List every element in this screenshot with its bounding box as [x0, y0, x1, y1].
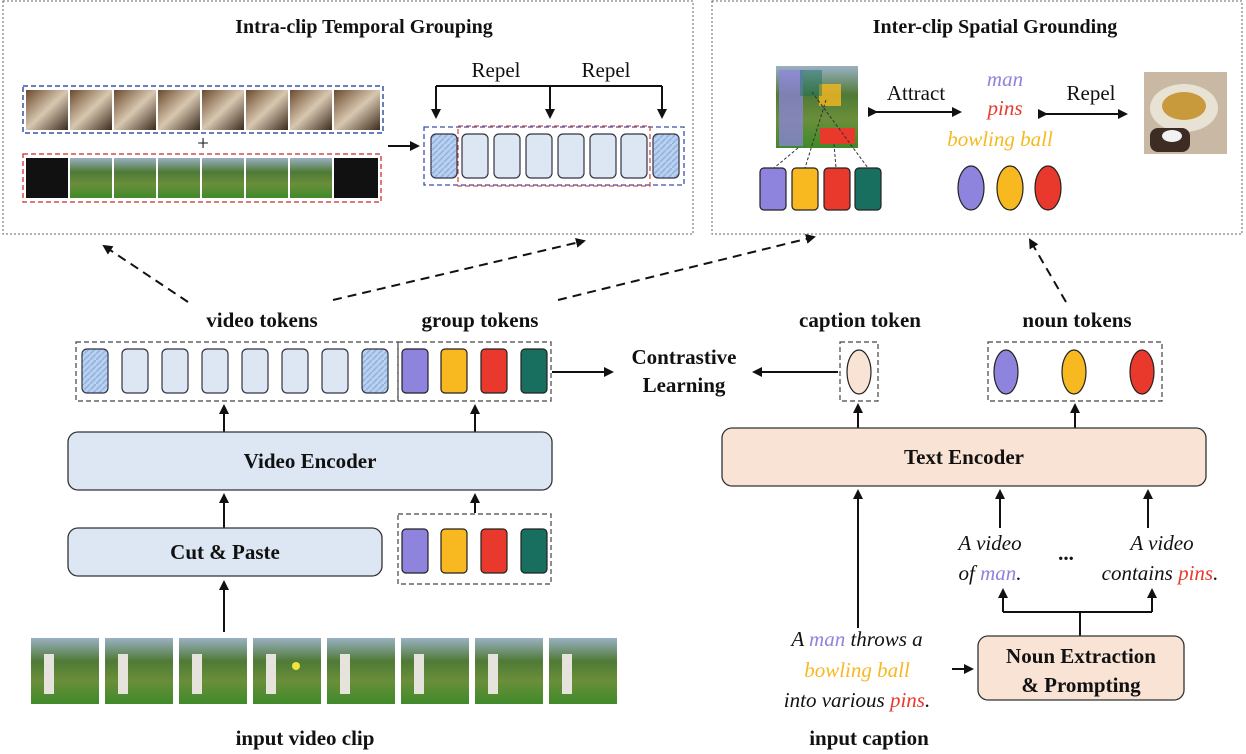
input-video-clip-label: input video clip	[236, 726, 375, 750]
prompt-1-noun: man	[980, 561, 1016, 585]
contrastive-label-2: Learning	[643, 373, 726, 397]
prompt-2-noun: pins	[1176, 561, 1213, 585]
video-encoder-label: Video Encoder	[244, 449, 377, 473]
repel-label-1: Repel	[472, 58, 521, 82]
prompt-ellipsis: ...	[1058, 541, 1074, 565]
video-encoder-block: Video Encoder	[67, 431, 553, 491]
video-tokens-label: video tokens	[206, 308, 317, 332]
cut-paste-label: Cut & Paste	[170, 540, 280, 564]
prompt-1-pre: of	[958, 561, 980, 585]
noun-pins: pins	[985, 96, 1022, 120]
plus-sign: +	[197, 131, 209, 155]
noun-man: man	[987, 67, 1023, 91]
learnable-group-tokens	[397, 513, 552, 585]
prompt-1-line-2: of man.	[958, 561, 1021, 585]
grouped-token-row	[423, 125, 685, 187]
temporal-grouping-panel: Intra-clip Temporal Grouping +	[2, 0, 694, 235]
caption-l3-b: .	[925, 688, 930, 712]
prompt-2-post: .	[1213, 561, 1218, 585]
noun-extraction-block: Noun Extraction & Prompting	[977, 635, 1185, 701]
noun-token-ellipses	[957, 165, 1062, 211]
noun-extraction-label-1: Noun Extraction	[1006, 644, 1156, 668]
caption-l1-b: throws a	[845, 627, 922, 651]
prompt-2-pre: contains	[1102, 561, 1178, 585]
noun-tokens-label: noun tokens	[1022, 308, 1131, 332]
repel-bracket	[431, 85, 667, 119]
group-tokens-label: group tokens	[422, 308, 539, 332]
bowling-frame	[776, 66, 858, 148]
text-encoder-block: Text Encoder	[721, 427, 1207, 487]
noun-token-row	[987, 341, 1163, 402]
attract-label: Attract	[887, 81, 945, 105]
group-token-row	[397, 341, 552, 402]
prompt-1-post: .	[1016, 561, 1021, 585]
temporal-grouping-title: Intra-clip Temporal Grouping	[235, 16, 492, 38]
caption-l3-a: into various	[784, 688, 890, 712]
caption-token	[839, 341, 879, 402]
cut-paste-block: Cut & Paste	[67, 527, 383, 577]
caption-l1-a: A	[789, 627, 809, 651]
caption-line-2: bowling ball	[804, 658, 910, 682]
caption-l1-noun: man	[809, 627, 845, 651]
caption-l3-noun: pins	[888, 688, 925, 712]
prompt-2-line-1: A video	[1128, 531, 1193, 555]
input-caption-label: input caption	[809, 726, 929, 750]
caption-line-3: into various pins.	[784, 688, 930, 712]
text-encoder-label: Text Encoder	[904, 445, 1024, 469]
contrastive-label-1: Contrastive	[632, 345, 737, 369]
repel-label-2: Repel	[582, 58, 631, 82]
red-clip-frames	[22, 153, 382, 203]
caption-line-1: A man throws a	[789, 627, 922, 651]
repel-label-right: Repel	[1067, 81, 1116, 105]
input-video-frames	[31, 638, 617, 704]
caption-token-label: caption token	[799, 308, 921, 332]
spatial-grounding-title: Inter-clip Spatial Grounding	[873, 16, 1118, 38]
food-photo	[1144, 72, 1227, 154]
noun-bowling-ball: bowling ball	[947, 127, 1053, 151]
spatial-grounding-panel: Inter-clip Spatial Grounding Attract man…	[711, 0, 1243, 235]
region-tokens	[759, 167, 882, 211]
noun-extraction-label-2: & Prompting	[1021, 673, 1141, 697]
blue-clip-frames	[22, 85, 384, 134]
prompt-2-line-2: contains pins.	[1102, 561, 1219, 585]
prompt-1-line-1: A video	[956, 531, 1021, 555]
video-token-row	[75, 341, 399, 402]
